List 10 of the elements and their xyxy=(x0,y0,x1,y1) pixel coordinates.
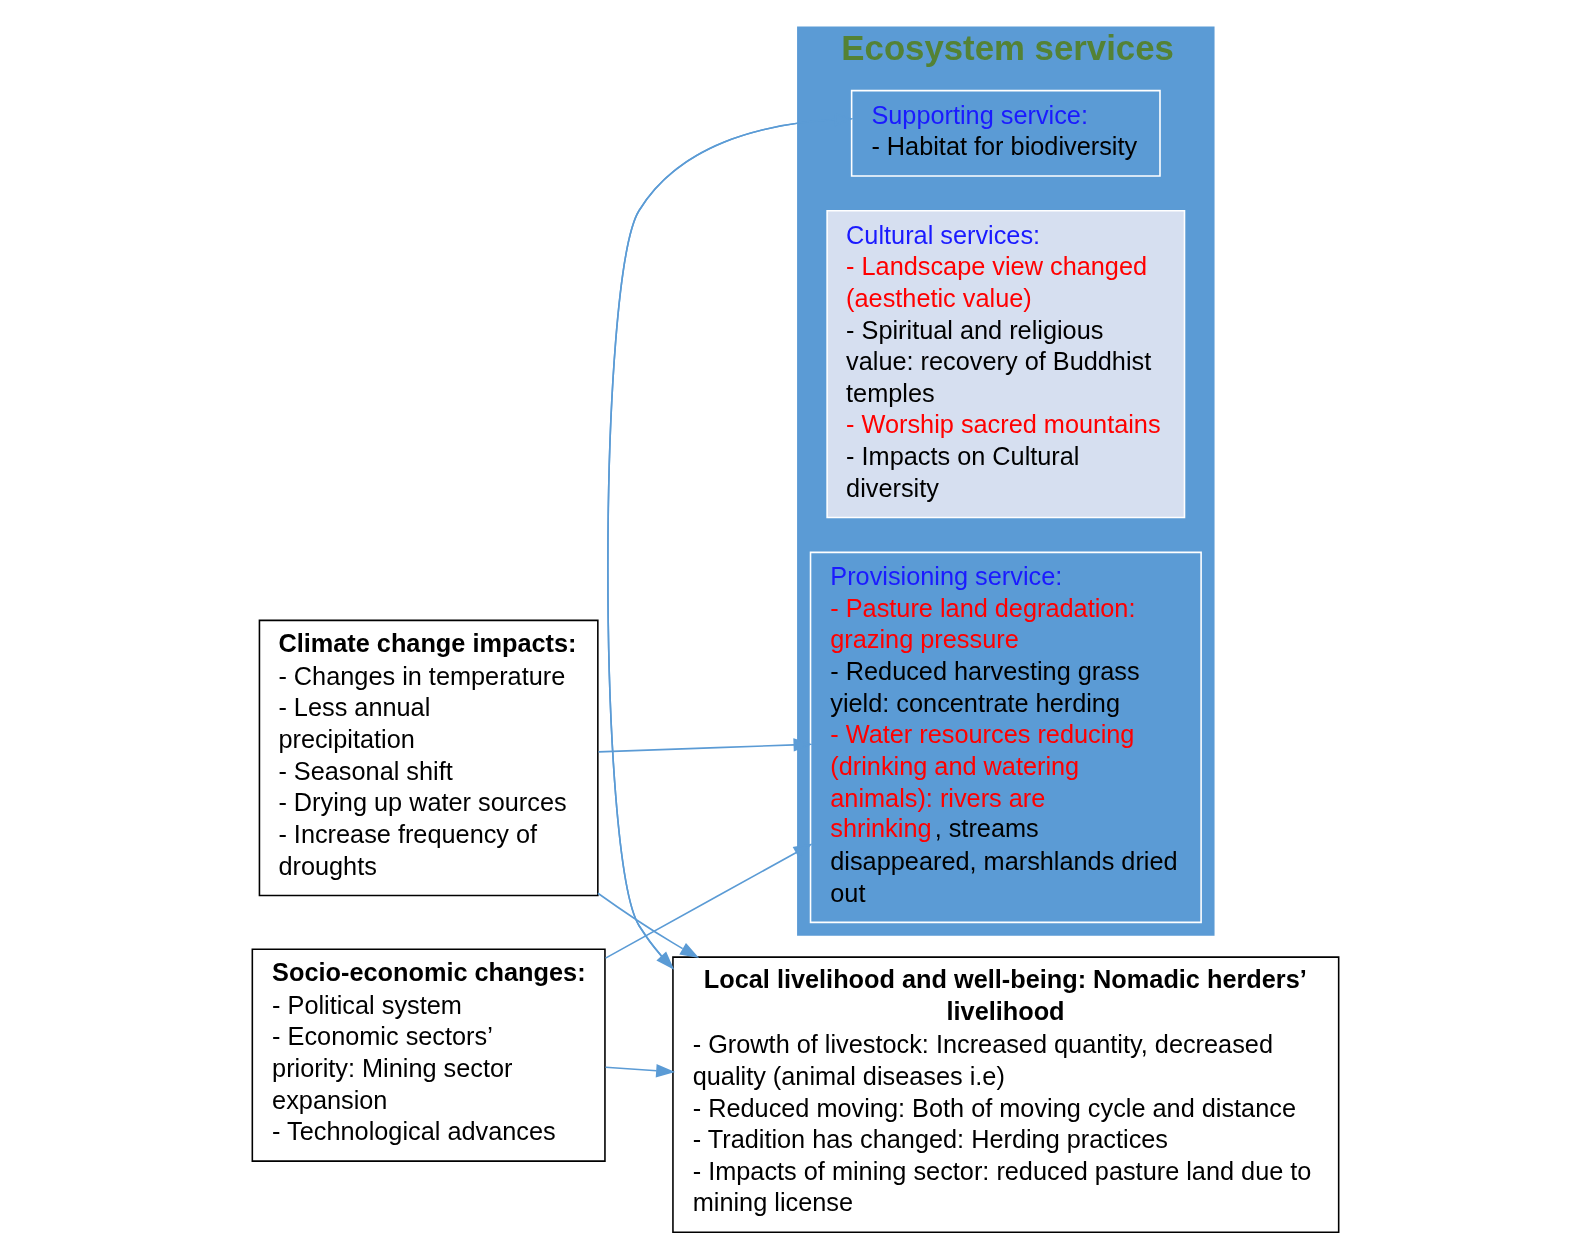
arrow xyxy=(604,1064,675,1078)
node-box: Supporting service: - Habitat for biodiversity xyxy=(850,89,1161,177)
node-box: Cultural services: - Landscape view changed (aesthetic value) - Spiritual and religious value: recovery of Buddhist temples - Worship sacred mountains - Impacts on Cultural diversity xyxy=(825,210,1185,519)
arrow xyxy=(597,738,813,753)
arrow xyxy=(596,892,699,959)
node-box: Local livelihood and well-being: Nomadic herders’ livelihood - Growth of livestock: Increased quantity, decreased quality (animal diseases i.e) - Reduced moving: Both of moving cycle and distance - Tradition has changed: Herding practices - Impacts of mining sector: reduced pasture land due to mining license xyxy=(671,956,1339,1234)
node-box: Socio-economic changes: - Political system - Economic sectors’ priority: Mining sector expansion - Technological advances xyxy=(251,948,606,1162)
node-box: Climate change impacts: - Changes in temperature - Less annual precipitation - Seasonal shift - Drying up water sources - Increase frequency of droughts xyxy=(258,619,599,897)
arrow xyxy=(604,843,813,959)
node-box: Provisioning service: - Pasture land degradation: grazing pressure - Reduced harvesting grass yield: concentrate herding - Water resources reducing (drinking and watering animals): rivers are shrinking, streams disappeared, marshlands dried out xyxy=(809,551,1202,924)
